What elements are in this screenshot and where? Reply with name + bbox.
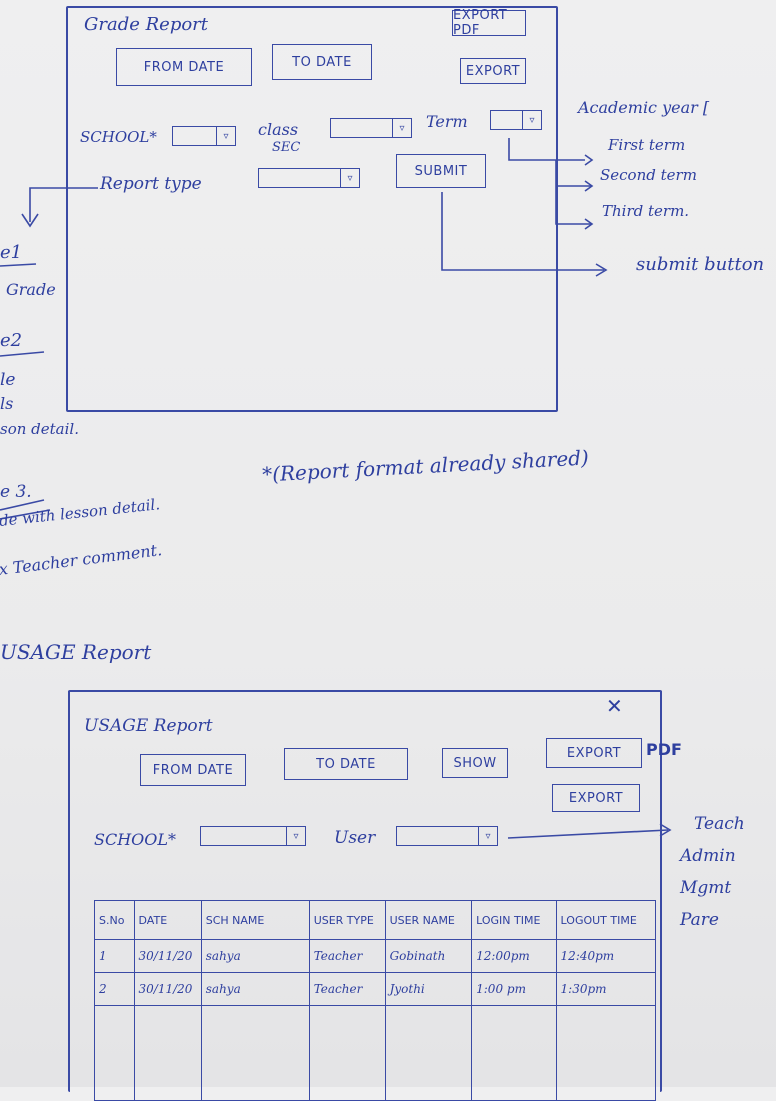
usage-school-label: SCHOOL* <box>94 830 177 849</box>
user-label: User <box>334 828 376 848</box>
show-label: SHOW <box>453 755 497 771</box>
usage-to-date-button[interactable]: TO DATE <box>284 748 408 780</box>
report-type-dropdown[interactable]: ▿ <box>258 168 360 188</box>
usage-export-button[interactable]: EXPORT <box>552 784 640 812</box>
col-header-sch-name: SCH NAME <box>200 900 310 940</box>
usage-from-date-button[interactable]: FROM DATE <box>140 754 246 786</box>
le-note: le <box>0 370 16 390</box>
col-header-login-time: LOGIN TIME <box>471 900 557 940</box>
to-date-label: TO DATE <box>292 54 352 70</box>
usage-report-title: USAGE Report <box>84 716 213 736</box>
export-pdf-label: EXPORT PDF <box>453 8 508 38</box>
ls-note: ls <box>0 394 14 413</box>
cell-sno: 2 <box>94 972 135 1006</box>
usage-from-date-label: FROM DATE <box>152 762 234 778</box>
type3-note: e 3. <box>0 482 32 502</box>
cell-date: 30/11/20 <box>133 939 202 973</box>
col-header-user-type: USER TYPE <box>308 900 386 940</box>
cell-sch-name: sahya <box>200 972 310 1006</box>
first-term-note: First term <box>608 136 686 154</box>
export-button[interactable]: EXPORT <box>460 58 526 84</box>
type2-note: e2 <box>0 330 23 351</box>
table-row: 2 30/11/20 sahya Teacher Jyothi 1:00 pm … <box>94 972 657 1006</box>
close-icon[interactable]: ✕ <box>606 694 623 718</box>
third-term-note: Third term. <box>602 202 690 220</box>
school-label: SCHOOL* <box>80 128 157 146</box>
cell-login-time: 1:00 pm <box>471 972 557 1006</box>
usage-to-date-label: TO DATE <box>316 756 376 772</box>
cell-sno: 1 <box>94 939 135 973</box>
user-option-teacher: Teach <box>694 814 745 834</box>
chevron-down-icon: ▿ <box>478 827 497 845</box>
from-date-label: FROM DATE <box>143 59 225 75</box>
cell-logout-time: 1:30pm <box>555 972 657 1006</box>
user-dropdown[interactable]: ▿ <box>396 826 498 846</box>
show-button[interactable]: SHOW <box>442 748 508 778</box>
school-dropdown[interactable]: ▿ <box>172 126 236 146</box>
report-type-label: Report type <box>100 174 202 194</box>
table-row <box>94 1005 657 1101</box>
col-header-sno: S.No <box>94 900 135 940</box>
table-header-row: S.No DATE SCH NAME USER TYPE USER NAME L… <box>94 900 657 940</box>
class-dropdown[interactable]: ▿ <box>330 118 412 138</box>
table-row: 1 30/11/20 sahya Teacher Gobinath 12:00p… <box>94 939 657 973</box>
chevron-down-icon: ▿ <box>216 127 235 145</box>
chevron-down-icon: ▿ <box>522 111 541 129</box>
usage-export2-label: EXPORT <box>568 790 624 806</box>
col-header-user-name: USER NAME <box>384 900 473 940</box>
second-term-note: Second term <box>600 166 697 184</box>
usage-heading: USAGE Report <box>0 640 152 664</box>
user-option-admin: Admin <box>680 846 736 866</box>
cell-user-name: Gobinath <box>384 939 473 973</box>
cell-user-type: Teacher <box>308 972 386 1006</box>
term-dropdown[interactable]: ▿ <box>490 110 542 130</box>
class-label: class <box>258 120 299 139</box>
chevron-down-icon: ▿ <box>392 119 411 137</box>
cell-date: 30/11/20 <box>133 972 202 1006</box>
academic-year-note: Academic year [ <box>578 98 710 117</box>
user-option-mgmt: Mgmt <box>680 878 732 898</box>
export-pdf-button[interactable]: EXPORT PDF <box>452 8 526 38</box>
to-date-button[interactable]: TO DATE <box>272 44 372 80</box>
grade-note: Grade <box>6 280 56 299</box>
cell-user-type: Teacher <box>308 939 386 973</box>
cell-logout-time: 12:40pm <box>555 939 657 973</box>
usage-report-window <box>68 690 662 1092</box>
usage-export-label: EXPORT <box>566 745 622 761</box>
sec-label: SEC <box>272 140 301 155</box>
from-date-button[interactable]: FROM DATE <box>116 48 252 86</box>
grade-report-title: Grade Report <box>84 14 209 35</box>
term-label: Term <box>426 112 468 131</box>
lesson-detail-note: son detail. <box>0 420 79 438</box>
export-label: EXPORT <box>465 63 521 79</box>
cell-user-name: Jyothi <box>384 972 473 1006</box>
cell-login-time: 12:00pm <box>471 939 557 973</box>
usage-export-pdf-button[interactable]: EXPORT <box>546 738 642 768</box>
chevron-down-icon: ▿ <box>286 827 305 845</box>
submit-button[interactable]: SUBMIT <box>396 154 486 188</box>
grade-report-window <box>66 6 558 412</box>
cell-sch-name: sahya <box>200 939 310 973</box>
usage-school-dropdown[interactable]: ▿ <box>200 826 306 846</box>
col-header-date: DATE <box>133 900 202 940</box>
submit-label: SUBMIT <box>414 163 468 179</box>
user-option-parent: Pare <box>680 910 719 930</box>
type1-note: e1 <box>0 242 23 263</box>
chevron-down-icon: ▿ <box>340 169 359 187</box>
col-header-logout-time: LOGOUT TIME <box>555 900 657 940</box>
submit-button-note: submit button <box>636 254 765 275</box>
usage-table: S.No DATE SCH NAME USER TYPE USER NAME L… <box>94 900 657 1101</box>
pdf-label: PDF <box>646 740 682 759</box>
